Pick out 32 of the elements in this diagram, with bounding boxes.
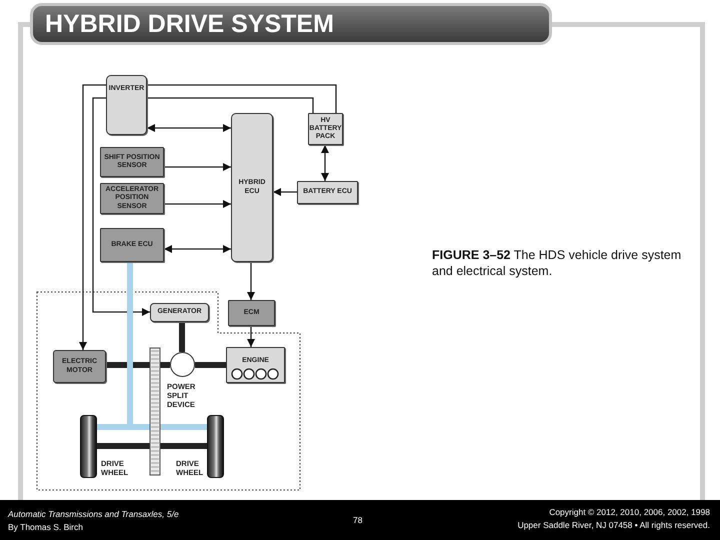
footer-text: By Thomas S. Birch <box>8 522 83 532</box>
component-box <box>226 347 285 383</box>
component-box <box>106 75 147 135</box>
arrow <box>164 245 231 253</box>
component-box <box>150 303 209 322</box>
component-box <box>53 350 106 383</box>
arrow <box>321 145 329 181</box>
arrow <box>79 84 106 350</box>
arrow <box>92 97 150 316</box>
arrow <box>164 200 231 208</box>
figure-caption: FIGURE 3–52 The HDS vehicle drive system and electrical system. <box>432 247 682 280</box>
component-box <box>100 147 164 177</box>
arrow <box>273 188 297 196</box>
arrow <box>247 262 255 300</box>
arrow <box>147 124 231 132</box>
arrow <box>164 163 231 171</box>
footer-text: Upper Saddle River, NJ 07458 • All rights reserved. <box>518 520 710 530</box>
shaft-line <box>195 362 226 368</box>
component-box <box>228 300 275 326</box>
component-box <box>297 181 358 204</box>
component-box <box>231 113 273 262</box>
footer-text: Copyright © 2012, 2010, 2006, 2002, 1998 <box>549 507 710 517</box>
footer-text: 78 <box>353 515 362 525</box>
wheel-drawing <box>207 415 224 478</box>
slide-title: HYBRID DRIVE SYSTEM <box>30 3 552 45</box>
shaft-line <box>179 322 185 352</box>
shaft-line <box>106 362 170 368</box>
shaft-line <box>97 443 207 449</box>
footer-text: Automatic Transmissions and Transaxles, 5/e <box>8 509 179 519</box>
component-box <box>100 228 164 262</box>
arrow <box>247 326 255 347</box>
wheel-drawing <box>80 415 97 478</box>
